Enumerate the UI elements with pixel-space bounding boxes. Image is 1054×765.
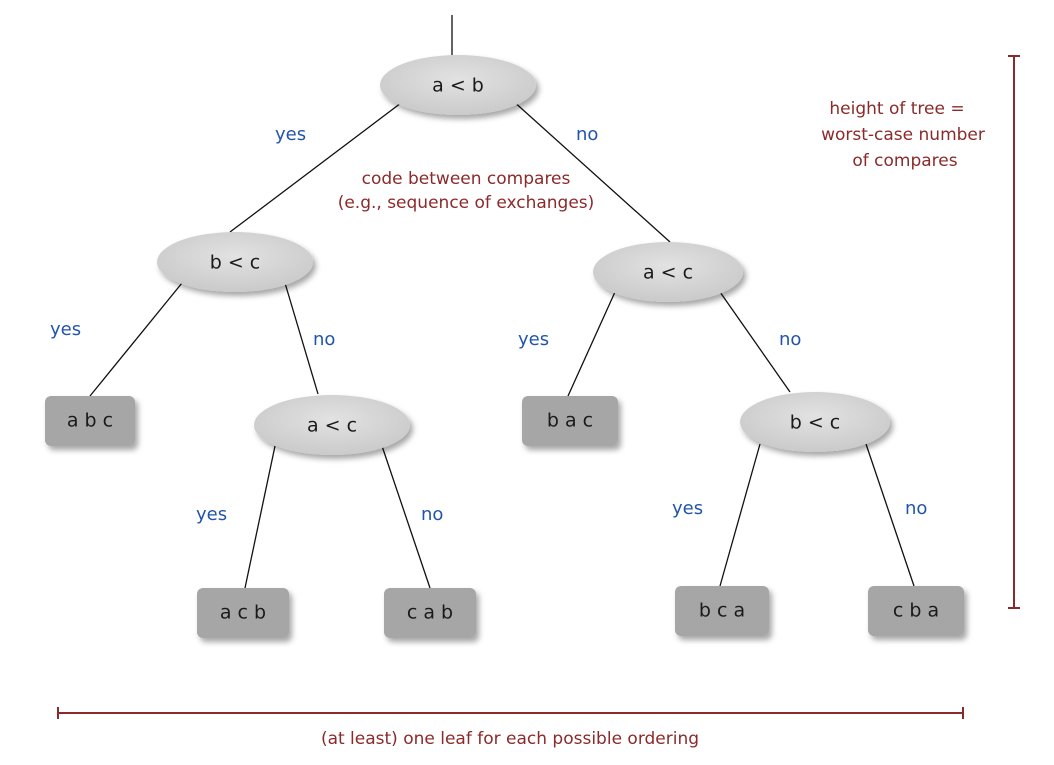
edge-right-rightright	[719, 291, 791, 393]
node-label: b < c	[210, 252, 261, 274]
decision-node-left: b < c	[157, 232, 313, 292]
decision-node-right-right: b < c	[740, 392, 890, 452]
edge-rightright-cba	[865, 443, 915, 587]
decision-node-right: a < c	[593, 242, 743, 302]
leaf-acb: a c b	[197, 588, 289, 638]
branch-label-yes: yes	[672, 498, 703, 519]
leaf-label: c b a	[893, 600, 939, 622]
decision-node-left-right: a < c	[254, 395, 410, 455]
node-label: b < c	[790, 412, 841, 434]
leaf-label: b a c	[547, 410, 593, 432]
branch-labels: yes no yes no yes no yes no yes no	[50, 124, 927, 525]
branch-label-yes: yes	[518, 329, 549, 350]
node-label: a < b	[432, 75, 484, 97]
edge-leftright-cab	[381, 445, 431, 589]
leaf-cab: c a b	[384, 588, 476, 638]
leaf-bca: b c a	[675, 586, 769, 636]
edge-left-leftright	[284, 282, 319, 395]
branch-label-yes: yes	[196, 504, 227, 525]
height-annotation-line2: worst-case number	[821, 125, 985, 145]
code-annotation: code between compares (e.g., sequence of…	[338, 169, 595, 213]
height-bracket	[1008, 55, 1020, 609]
branch-label-yes: yes	[275, 124, 306, 145]
edge-left-abc	[89, 282, 183, 397]
branch-label-no: no	[576, 124, 598, 145]
edge-leftright-acb	[244, 445, 276, 589]
leaf-annotation: (at least) one leaf for each possible or…	[321, 729, 699, 749]
decision-node-root: a < b	[380, 55, 536, 115]
height-annotation-line3: of compares	[852, 151, 957, 171]
leaf-bac: b a c	[522, 396, 618, 446]
branch-label-no: no	[905, 498, 927, 519]
node-label: a < c	[307, 415, 357, 437]
leaf-bracket	[57, 707, 964, 719]
edge-right-bac	[567, 291, 616, 397]
leaf-abc: a b c	[45, 396, 135, 446]
leaf-cba: c b a	[868, 586, 964, 636]
leaf-label: c a b	[407, 602, 453, 624]
branch-label-no: no	[779, 329, 801, 350]
node-label: a < c	[643, 262, 693, 284]
branch-label-no: no	[421, 504, 443, 525]
code-annotation-line2: (e.g., sequence of exchanges)	[338, 193, 595, 213]
branch-label-no: no	[313, 329, 335, 350]
leaf-label: b c a	[699, 600, 745, 622]
tree-edges	[89, 15, 915, 589]
height-annotation-line1: height of tree =	[829, 99, 964, 119]
leaf-label: a b c	[67, 410, 113, 432]
height-annotation: height of tree = worst-case number of co…	[821, 99, 985, 171]
leaf-label: a c b	[220, 602, 266, 624]
edge-root-left	[229, 99, 406, 233]
branch-label-yes: yes	[50, 319, 81, 340]
edge-rightright-bca	[719, 443, 761, 587]
edge-root-right	[511, 99, 671, 243]
code-annotation-line1: code between compares	[362, 169, 571, 189]
